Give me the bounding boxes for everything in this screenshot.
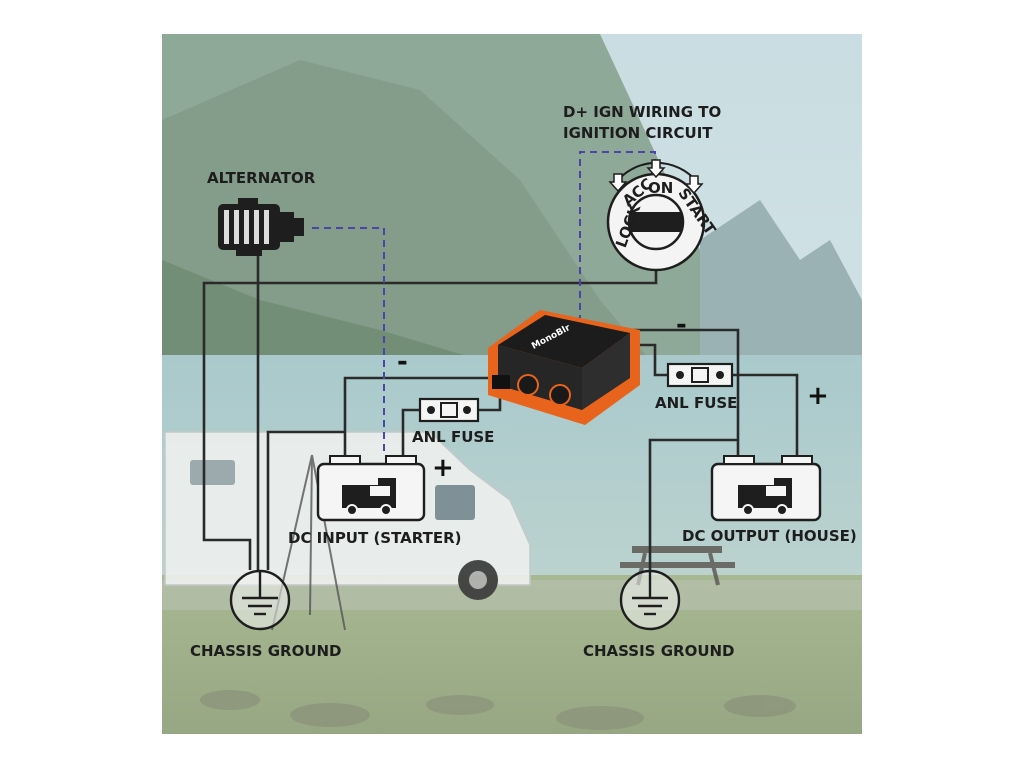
alternator-label: ALTERNATOR <box>207 169 316 187</box>
chassis-ground-left-label: CHASSIS GROUND <box>190 642 342 660</box>
alternator-icon <box>218 198 304 256</box>
dc-output-ground-wire <box>648 438 738 570</box>
ign-wiring-label-line2: IGNITION CIRCUIT <box>563 124 713 142</box>
minus-sign-left: - <box>397 347 408 377</box>
ignition-on-label: ON <box>648 179 673 197</box>
anl-fuse-right-label: ANL FUSE <box>655 394 737 412</box>
dc-charger-device: MonoBlr <box>488 310 640 425</box>
anl-fuse-left-icon <box>418 397 480 423</box>
dc-input-negative-wire <box>343 376 488 455</box>
dc-input-positive-wire <box>401 408 420 455</box>
minus-sign-right: - <box>676 310 687 340</box>
plus-sign-right: + <box>807 381 829 411</box>
dc-output-battery-icon <box>710 455 822 522</box>
dc-output-label: DC OUTPUT (HOUSE) <box>682 527 857 545</box>
plus-sign-left: + <box>432 453 454 483</box>
dc-input-battery-icon <box>316 455 426 522</box>
anl-fuse-right-icon <box>666 362 734 388</box>
wiring <box>202 151 799 570</box>
chassis-ground-right-icon <box>619 569 681 631</box>
ignition-switch-icon <box>606 159 706 272</box>
dc-output-negative-wire <box>625 328 740 455</box>
ign-wiring-label-line1: D+ IGN WIRING TO <box>563 103 721 121</box>
dc-input-label: DC INPUT (STARTER) <box>288 529 462 547</box>
device-to-fuse-right-wire <box>630 343 668 377</box>
anl-fuse-left-label: ANL FUSE <box>412 428 494 446</box>
alternator-signal-wire <box>312 227 385 455</box>
chassis-ground-right-label: CHASSIS GROUND <box>583 642 735 660</box>
chassis-ground-left-icon <box>229 569 291 631</box>
dc-input-ground-wire <box>266 430 345 570</box>
fuse-right-to-dc-output-wire <box>732 373 799 455</box>
ignition-ground-wire <box>202 262 658 570</box>
